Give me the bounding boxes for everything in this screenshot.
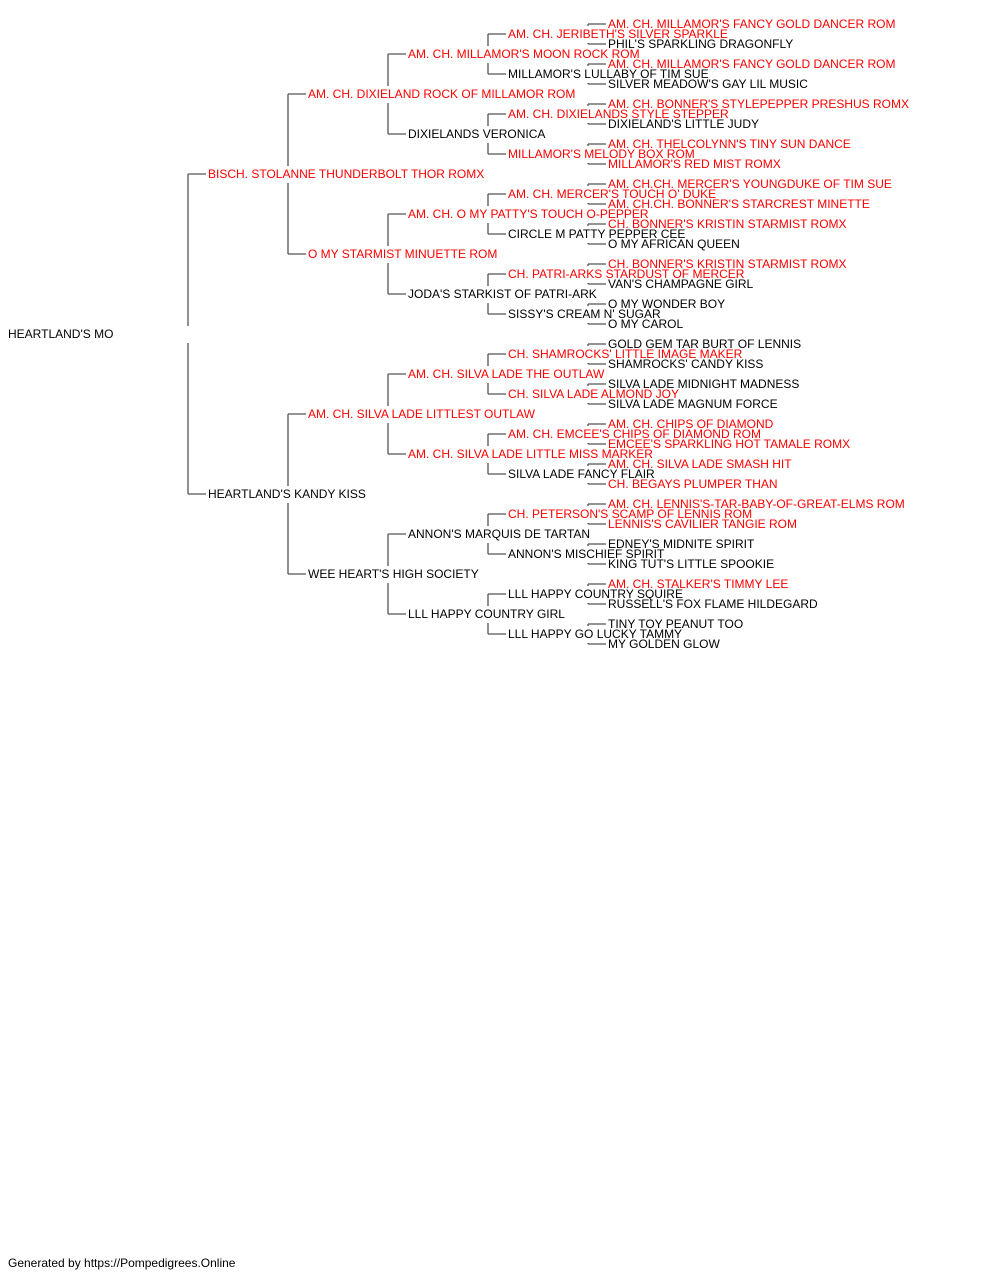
ancestor-name: MILLAMOR'S RED MIST ROMX bbox=[608, 157, 781, 171]
ancestor-name: KING TUT'S LITTLE SPOOKIE bbox=[608, 557, 774, 571]
ancestor-name: AM. CH. BONNER'S STYLEPEPPER PRESHUS ROM… bbox=[608, 97, 909, 111]
ancestor-name: MY GOLDEN GLOW bbox=[608, 637, 720, 651]
ancestor-name: AM. CH. O MY PATTY'S TOUCH O-PEPPER bbox=[408, 207, 649, 221]
ancestor-name: RUSSELL'S FOX FLAME HILDEGARD bbox=[608, 597, 818, 611]
ancestor-name: CH. PATRI-ARKS STARDUST OF MERCER bbox=[508, 267, 745, 281]
ancestor-name: HEARTLAND'S KANDY KISS bbox=[208, 487, 366, 501]
ancestor-name: SISSY'S CREAM N' SUGAR bbox=[508, 307, 661, 321]
ancestor-name: AM. CH. SILVA LADE THE OUTLAW bbox=[408, 367, 605, 381]
ancestor-name: AM. CH. MERCER'S TOUCH O' DUKE bbox=[508, 187, 716, 201]
ancestor-name: SILVER MEADOW'S GAY LIL MUSIC bbox=[608, 77, 808, 91]
ancestor-name: SILVA LADE FANCY FLAIR bbox=[508, 467, 655, 481]
ancestor-name: AM. CH. MILLAMOR'S MOON ROCK ROM bbox=[408, 47, 640, 61]
ancestor-name: AM. CH. SILVA LADE LITTLEST OUTLAW bbox=[308, 407, 536, 421]
ancestor-name: LLL HAPPY COUNTRY GIRL bbox=[408, 607, 565, 621]
footer-credit: Generated by https://Pompedigrees.Online bbox=[8, 1256, 236, 1270]
ancestor-name: AM. CH. STALKER'S TIMMY LEE bbox=[608, 577, 788, 591]
ancestor-name: DIXIELANDS VERONICA bbox=[408, 127, 545, 141]
ancestor-name: AM. CH. LENNIS'S-TAR-BABY-OF-GREAT-ELMS … bbox=[608, 497, 905, 511]
ancestor-name: AM. CH. MILLAMOR'S FANCY GOLD DANCER ROM bbox=[608, 17, 895, 31]
ancestor-name: AM. CH. JERIBETH'S SILVER SPARKLE bbox=[508, 27, 728, 41]
ancestor-name: AM. CH. DIXIELANDS STYLE STEPPER bbox=[508, 107, 729, 121]
ancestor-name: MILLAMOR'S LULLABY OF TIM SUE bbox=[508, 67, 709, 81]
ancestor-name: AM. CH. DIXIELAND ROCK OF MILLAMOR ROM bbox=[308, 87, 575, 101]
ancestor-name: EDNEY'S MIDNITE SPIRIT bbox=[608, 537, 755, 551]
ancestor-name: AM. CH. CHIPS OF DIAMOND bbox=[608, 417, 774, 431]
ancestor-name: CH. BEGAYS PLUMPER THAN bbox=[608, 477, 778, 491]
ancestor-name: VAN'S CHAMPAGNE GIRL bbox=[608, 277, 754, 291]
ancestor-name: AM. CH. SILVA LADE LITTLE MISS MARKER bbox=[408, 447, 653, 461]
ancestor-name: AM. CH.CH. BONNER'S STARCREST MINETTE bbox=[608, 197, 870, 211]
ancestor-name: DIXIELAND'S LITTLE JUDY bbox=[608, 117, 759, 131]
ancestor-name: O MY CAROL bbox=[608, 317, 683, 331]
ancestor-name: MILLAMOR'S MELODY BOX ROM bbox=[508, 147, 695, 161]
ancestor-name: ANNON'S MISCHIEF SPIRIT bbox=[508, 547, 665, 561]
ancestor-name: BISCH. STOLANNE THUNDERBOLT THOR ROMX bbox=[208, 167, 484, 181]
ancestor-name: CIRCLE M PATTY PEPPER CEE bbox=[508, 227, 685, 241]
ancestor-name: LENNIS'S CAVILIER TANGIE ROM bbox=[608, 517, 797, 531]
ancestor-name: AM. CH. THELCOLYNN'S TINY SUN DANCE bbox=[608, 137, 851, 151]
ancestor-name: SHAMROCKS' CANDY KISS bbox=[608, 357, 763, 371]
ancestor-name: O MY WONDER BOY bbox=[608, 297, 725, 311]
ancestor-name: WEE HEART'S HIGH SOCIETY bbox=[308, 567, 479, 581]
ancestor-name: ANNON'S MARQUIS DE TARTAN bbox=[408, 527, 590, 541]
ancestor-name: PHIL'S SPARKLING DRAGONFLY bbox=[608, 37, 793, 51]
ancestor-name: O MY STARMIST MINUETTE ROM bbox=[308, 247, 497, 261]
ancestor-name: LLL HAPPY COUNTRY SQUIRE bbox=[508, 587, 683, 601]
ancestor-name: CH. BONNER'S KRISTIN STARMIST ROMX bbox=[608, 257, 847, 271]
ancestor-name: AM. CH. MILLAMOR'S FANCY GOLD DANCER ROM bbox=[608, 57, 895, 71]
ancestor-name: CH. SHAMROCKS' LITTLE IMAGE MAKER bbox=[508, 347, 743, 361]
ancestor-name: SILVA LADE MIDNIGHT MADNESS bbox=[608, 377, 799, 391]
ancestor-name: AM. CH.CH. MERCER'S YOUNGDUKE OF TIM SUE bbox=[608, 177, 892, 191]
ancestor-name: AM. CH. EMCEE'S CHIPS OF DIAMOND ROM bbox=[508, 427, 761, 441]
ancestor-name: CH. BONNER'S KRISTIN STARMIST ROMX bbox=[608, 217, 847, 231]
ancestor-name: JODA'S STARKIST OF PATRI-ARK bbox=[408, 287, 597, 301]
ancestor-name: AM. CH. SILVA LADE SMASH HIT bbox=[608, 457, 792, 471]
ancestor-name: CH. PETERSON'S SCAMP OF LENNIS ROM bbox=[508, 507, 752, 521]
ancestor-name: SILVA LADE MAGNUM FORCE bbox=[608, 397, 778, 411]
ancestor-name: CH. SILVA LADE ALMOND JOY bbox=[508, 387, 679, 401]
ancestor-name: EMCEE'S SPARKLING HOT TAMALE ROMX bbox=[608, 437, 850, 451]
subject-name: HEARTLAND'S MO bbox=[8, 327, 113, 341]
ancestor-name: O MY AFRICAN QUEEN bbox=[608, 237, 740, 251]
ancestor-name: GOLD GEM TAR BURT OF LENNIS bbox=[608, 337, 801, 351]
ancestor-name: LLL HAPPY GO LUCKY TAMMY bbox=[508, 627, 682, 641]
ancestor-name: TINY TOY PEANUT TOO bbox=[608, 617, 743, 631]
